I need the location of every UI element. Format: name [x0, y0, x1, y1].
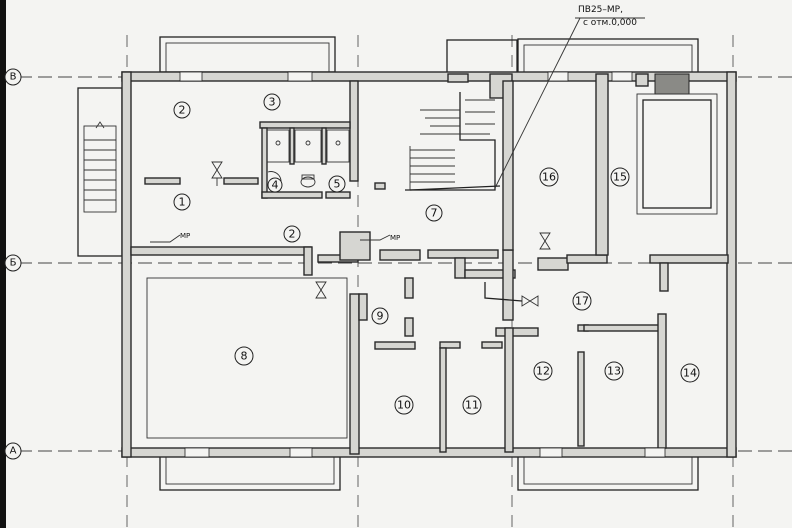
axis-bubble-b: Б [4, 254, 22, 272]
room-marker-8: 8 [234, 346, 254, 366]
room-number: 16 [542, 171, 556, 184]
room-number: 2 [179, 104, 186, 117]
room-marker-17: 17 [572, 291, 592, 311]
room-marker-9: 9 [371, 307, 389, 325]
windows [179, 71, 666, 458]
corridor-walls [130, 231, 729, 321]
room-marker-5: 5 [328, 175, 346, 193]
room-marker-13: 13 [604, 361, 624, 381]
room-number: 9 [377, 310, 384, 323]
pipe-line [360, 234, 391, 241]
room-number: 8 [241, 350, 248, 363]
rooms-12-14-walls [577, 313, 667, 449]
valve-icon [211, 161, 223, 186]
balcony-top-right [517, 38, 699, 74]
axis-bubble-a: А [4, 442, 22, 460]
balcony-bottom-right [517, 455, 699, 491]
valve-icon [521, 295, 539, 307]
axis-label-a: А [10, 446, 17, 457]
right-wing-walls [502, 73, 718, 256]
room-marker-10: 10 [394, 395, 414, 415]
ventilation-shaft [654, 73, 690, 95]
pipe-label: МР [390, 234, 400, 242]
room-number: 4 [272, 179, 279, 192]
main-stair [405, 73, 513, 191]
wc-block-walls [144, 80, 386, 199]
room-number: 1 [179, 196, 186, 209]
scan-edge [0, 0, 6, 528]
axis-bubble-v: В [4, 68, 22, 86]
top-entrance-porch [446, 39, 518, 75]
wc-compartments [266, 129, 350, 188]
room-marker-2: 2 [173, 101, 191, 119]
room-marker-3: 3 [263, 93, 281, 111]
pipe-line [484, 282, 523, 302]
room-number: 17 [575, 295, 589, 308]
room-marker-12: 12 [533, 361, 553, 381]
room-marker-7: 7 [425, 204, 443, 222]
room-number: 14 [683, 367, 697, 380]
room-marker-1: 1 [173, 193, 191, 211]
room-marker-11: 11 [462, 395, 482, 415]
valve-icon [315, 281, 327, 299]
annotation-line-1: ПВ25–МР, [578, 5, 623, 15]
room-number: 15 [613, 171, 627, 184]
pipe-line [150, 234, 181, 243]
room-number: 11 [465, 399, 479, 412]
room-marker-14: 14 [680, 363, 700, 383]
room-marker-16: 16 [539, 167, 559, 187]
room-marker-2-corridor: 2 [283, 225, 301, 243]
room-number: 7 [431, 207, 438, 220]
annotation-line-2: с отм.0,000 [583, 18, 637, 28]
axis-label-v: В [10, 72, 17, 83]
valve-icon [539, 232, 551, 250]
side-stair [77, 87, 123, 257]
pipe-label: МР [180, 232, 190, 240]
room-number: 10 [397, 399, 411, 412]
balcony-bottom-left [159, 455, 341, 491]
room-8-outline [146, 277, 348, 439]
room-number: 13 [607, 365, 621, 378]
room-number: 5 [334, 178, 341, 191]
axis-label-b: Б [10, 258, 17, 269]
lower-walls [349, 277, 539, 455]
room-number: 3 [269, 96, 276, 109]
room-marker-15: 15 [610, 167, 630, 187]
room-marker-4: 4 [267, 177, 283, 193]
outer-walls [121, 71, 737, 458]
balcony-top-left [159, 36, 336, 73]
annotation-leader [494, 17, 581, 189]
room-number: 2 [289, 228, 296, 241]
room-number: 12 [536, 365, 550, 378]
